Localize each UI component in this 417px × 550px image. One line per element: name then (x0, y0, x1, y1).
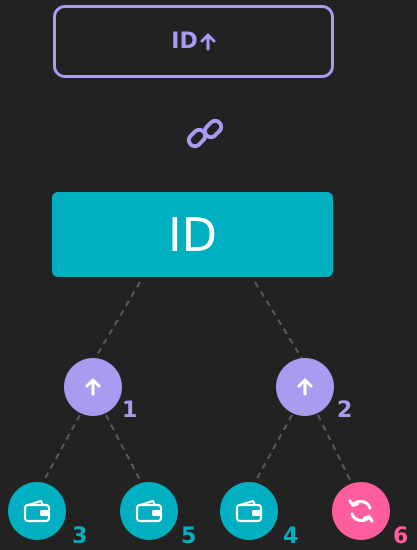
chain-link-icon (186, 118, 224, 149)
leaf-3-number: 4 (283, 524, 299, 549)
right-up-node-number: 2 (337, 398, 353, 423)
connector-main-to-right (254, 281, 305, 363)
left-up-node (64, 358, 122, 416)
left-up-node-number: 1 (122, 398, 138, 423)
wallet-icon (135, 500, 163, 523)
leaf-refresh-node (332, 482, 390, 540)
arrow-up-icon (297, 378, 313, 396)
leaf-2-number: 5 (181, 524, 197, 549)
leaf-4-number: 6 (393, 524, 409, 549)
connector-right-to-leaf-3 (253, 414, 293, 485)
top-id-box: ID (53, 5, 334, 78)
main-id-box: ID (52, 192, 333, 277)
top-id-box-label: ID (171, 29, 198, 54)
wallet-icon (235, 500, 263, 523)
connector-main-to-left (92, 281, 141, 363)
leaf-1-number: 3 (72, 524, 88, 549)
leaf-wallet-node-3 (220, 482, 278, 540)
arrow-up-icon (85, 378, 101, 396)
main-id-box-label: ID (168, 207, 217, 262)
right-up-node (276, 358, 334, 416)
connector-left-to-leaf-2 (105, 414, 143, 485)
connector-right-to-leaf-4 (317, 414, 353, 485)
leaf-wallet-node-1 (8, 482, 66, 540)
wallet-icon (23, 500, 51, 523)
leaf-wallet-node-2 (120, 482, 178, 540)
refresh-icon (348, 499, 374, 523)
arrow-up-icon (200, 33, 216, 50)
connector-left-to-leaf-1 (41, 414, 81, 485)
